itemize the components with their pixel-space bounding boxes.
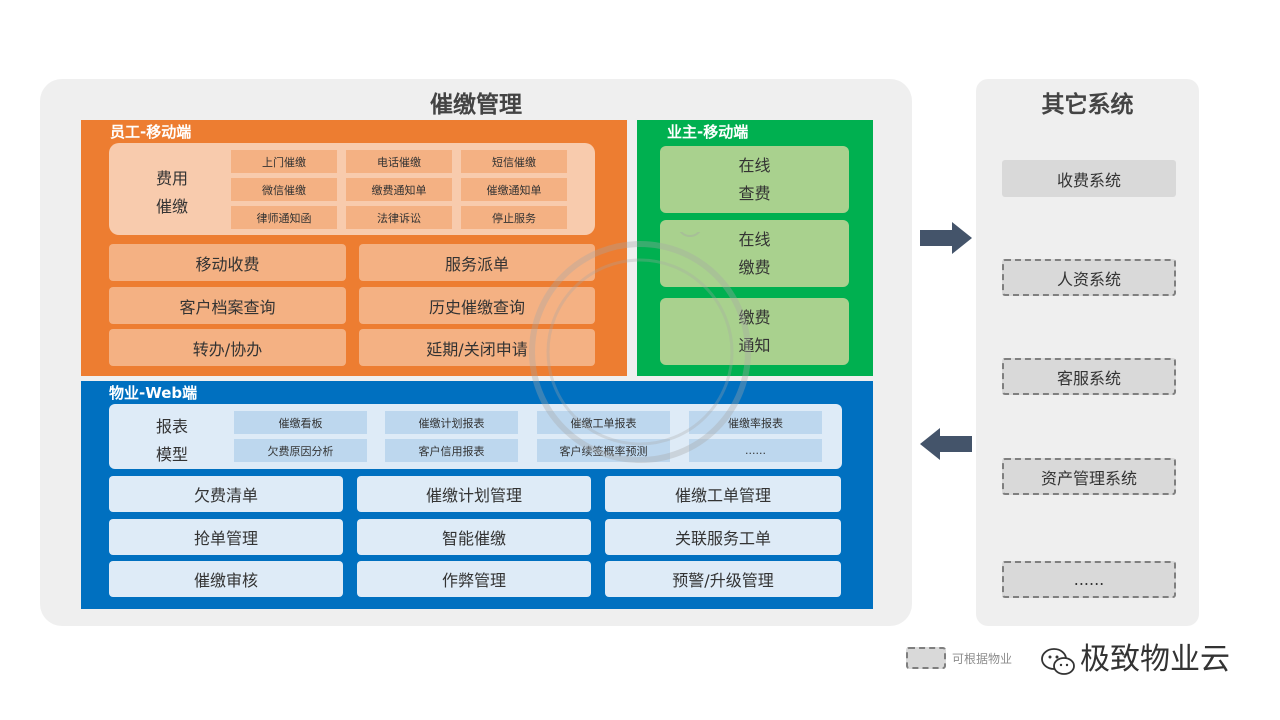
web-section-title: 物业-Web端 [109, 384, 198, 402]
chip-collection-dashboard[interactable]: 催缴看板 [234, 411, 367, 434]
report-label-line-2: 模型 [155, 445, 188, 464]
arrears-list-button[interactable]: 欠费清单 [109, 476, 343, 512]
online-fee-query-line-2: 查费 [738, 183, 771, 203]
chip-phone-collection[interactable]: 电话催缴 [346, 150, 452, 173]
smart-collection-button[interactable]: 智能催缴 [357, 519, 591, 555]
linked-service-order-button[interactable]: 关联服务工单 [605, 519, 841, 555]
system-more[interactable]: ...... [1002, 561, 1176, 598]
online-payment-line-1: 在线 [738, 229, 771, 249]
customer-file-query-button[interactable]: 客户档案查询 [109, 287, 346, 324]
fraud-management-button[interactable]: 作弊管理 [357, 561, 591, 597]
online-payment-line-2: 缴费 [738, 257, 771, 277]
report-model-label: 报表 模型 [140, 413, 204, 469]
chip-more-reports[interactable]: ...... [689, 439, 822, 462]
chip-door-collection[interactable]: 上门催缴 [231, 150, 337, 173]
main-title: 催缴管理 [430, 92, 522, 118]
chip-sms-collection[interactable]: 短信催缴 [461, 150, 567, 173]
online-payment-button[interactable]: 在线 缴费 [660, 220, 849, 287]
fee-label-line-1: 费用 [155, 169, 188, 188]
chip-lawyer-letter[interactable]: 律师通知函 [231, 206, 337, 229]
alert-escalation-button[interactable]: 预警/升级管理 [605, 561, 841, 597]
service-dispatch-button[interactable]: 服务派单 [359, 244, 595, 281]
mobile-charge-button[interactable]: 移动收费 [109, 244, 346, 281]
chip-customer-credit-report[interactable]: 客户信用报表 [385, 439, 518, 462]
online-fee-query-button[interactable]: 在线 查费 [660, 146, 849, 213]
extend-close-request-button[interactable]: 延期/关闭申请 [359, 329, 595, 366]
legend-dashed-box [906, 647, 946, 669]
chip-wechat-collection[interactable]: 微信催缴 [231, 178, 337, 201]
collection-plan-button[interactable]: 催缴计划管理 [357, 476, 591, 512]
chip-arrears-reason-analysis[interactable]: 欠费原因分析 [234, 439, 367, 462]
system-customer-service[interactable]: 客服系统 [1002, 358, 1176, 395]
grab-order-button[interactable]: 抢单管理 [109, 519, 343, 555]
payment-notice-line-2: 通知 [738, 335, 771, 355]
history-collection-query-button[interactable]: 历史催缴查询 [359, 287, 595, 324]
wechat-icon [1041, 648, 1075, 675]
legend-text: 可根据物业 [952, 652, 1013, 666]
staff-section-title: 员工-移动端 [110, 123, 192, 141]
transfer-assist-button[interactable]: 转办/协办 [109, 329, 346, 366]
chip-collection-plan-report[interactable]: 催缴计划报表 [385, 411, 518, 434]
report-label-line-1: 报表 [155, 417, 188, 436]
system-asset-management[interactable]: 资产管理系统 [1002, 458, 1176, 495]
chip-collection-rate-report[interactable]: 催缴率报表 [689, 411, 822, 434]
chip-lawsuit[interactable]: 法律诉讼 [346, 206, 452, 229]
fee-collection-label: 费用 催缴 [137, 165, 207, 221]
arrow-left-icon [920, 428, 972, 460]
owner-section-title: 业主-移动端 [667, 123, 749, 141]
chip-stop-service[interactable]: 停止服务 [461, 206, 567, 229]
payment-notice-line-1: 缴费 [738, 307, 771, 327]
arrow-right-icon [920, 222, 972, 254]
watermark-seal [529, 232, 751, 463]
chip-renewal-probability-forecast[interactable]: 客户续签概率预测 [537, 439, 670, 462]
collection-review-button[interactable]: 催缴审核 [109, 561, 343, 597]
other-systems-title: 其它系统 [1041, 92, 1134, 118]
online-fee-query-line-1: 在线 [738, 155, 771, 175]
system-charge[interactable]: 收费系统 [1002, 160, 1176, 197]
payment-notice-button[interactable]: 缴费 通知 [660, 298, 849, 365]
brand-name: 极致物业云 [1080, 642, 1230, 677]
system-hr[interactable]: 人资系统 [1002, 259, 1176, 296]
collection-order-button[interactable]: 催缴工单管理 [605, 476, 841, 512]
chip-collection-order-report[interactable]: 催缴工单报表 [537, 411, 670, 434]
chip-payment-notice[interactable]: 缴费通知单 [346, 178, 452, 201]
chip-collection-notice[interactable]: 催缴通知单 [461, 178, 567, 201]
fee-label-line-2: 催缴 [155, 197, 188, 216]
